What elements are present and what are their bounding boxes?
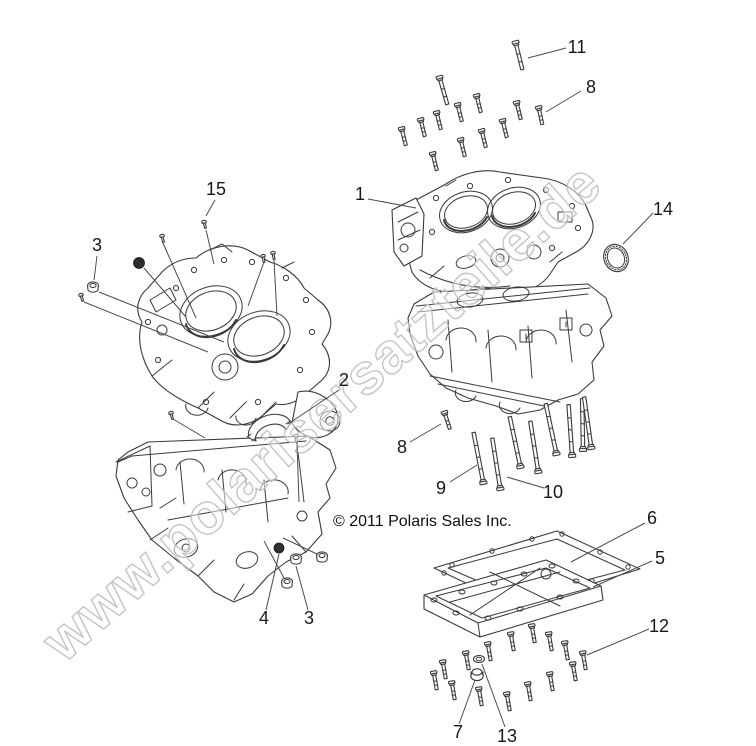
plug [281,577,293,589]
bolt-group-top [397,39,546,172]
pan-bolt-12 [578,649,590,671]
pan-bolt [545,670,557,692]
bolt [505,415,525,470]
bolt-group-bottom [429,622,590,712]
crankcase-lower-half-left [115,435,337,603]
callout-5: 5 [655,548,665,568]
bearing-retainer [246,413,292,442]
bolt [456,136,469,158]
screw-15 [200,219,209,230]
callout-3-left: 3 [92,235,102,255]
callout-8-top: 8 [586,77,596,97]
flange-nut [273,542,285,554]
bolt [512,99,525,121]
callout-7: 7 [453,722,463,742]
bolt [453,101,466,123]
callout-12: 12 [649,616,669,636]
callout-8-middle: 8 [397,437,407,457]
bolt [472,92,485,114]
screw-15 [158,233,167,244]
socket-plug [133,257,145,269]
pan-bolt [447,679,459,701]
pan-bolt [483,640,495,662]
bolt [477,127,490,149]
bolt-11 [511,39,527,71]
bolt [564,403,577,459]
pan-bolt [568,660,580,682]
oil-pan [423,559,604,638]
crankcase-upper-half-right [391,170,594,293]
pan-bolt [438,658,450,680]
screw-15 [269,250,277,261]
bolt-8-top [534,104,546,126]
callout-4: 4 [259,608,269,628]
plug [316,551,328,563]
pan-bolt [523,680,535,702]
callout-9: 9 [436,478,446,498]
plug [290,553,302,565]
bolt [541,402,561,457]
bolt-10 [488,437,505,492]
screw [167,410,176,421]
crankshaft-seal [603,243,629,273]
bolt [428,150,441,172]
bolt-9 [469,431,488,486]
screw [77,292,86,303]
callout-11: 11 [568,37,587,57]
callout-1: 1 [355,184,365,204]
callout-15: 15 [206,179,226,199]
bolt [397,125,410,147]
pan-bolt [560,639,572,661]
pan-bolt [527,622,539,644]
pan-bolt [502,690,514,712]
bolt [432,109,445,131]
callout-2: 2 [339,370,349,390]
pan-bolt [429,669,441,691]
leader-lines [83,47,654,728]
callout-6: 6 [647,508,657,528]
bolt [526,420,543,475]
crankcase-lower-half-right [407,283,613,415]
callout-10: 10 [543,482,563,502]
bolt [416,116,429,138]
pan-bolt [544,630,556,652]
pan-bolt [461,649,473,671]
pan-bolt [506,630,518,652]
bolt-8-middle [440,409,454,431]
bolt [435,74,452,106]
bolt [498,117,511,139]
crankcase-upper-half-left [137,243,341,439]
callout-3-bottom: 3 [304,608,314,628]
callout-13: 13 [497,726,517,746]
callout-14: 14 [653,199,673,219]
sealing-washer [472,654,486,664]
plug-bushing [87,281,99,293]
copyright-text: © 2011 Polaris Sales Inc. [333,513,512,530]
pan-bolt [474,685,486,707]
drain-plug [470,668,484,682]
